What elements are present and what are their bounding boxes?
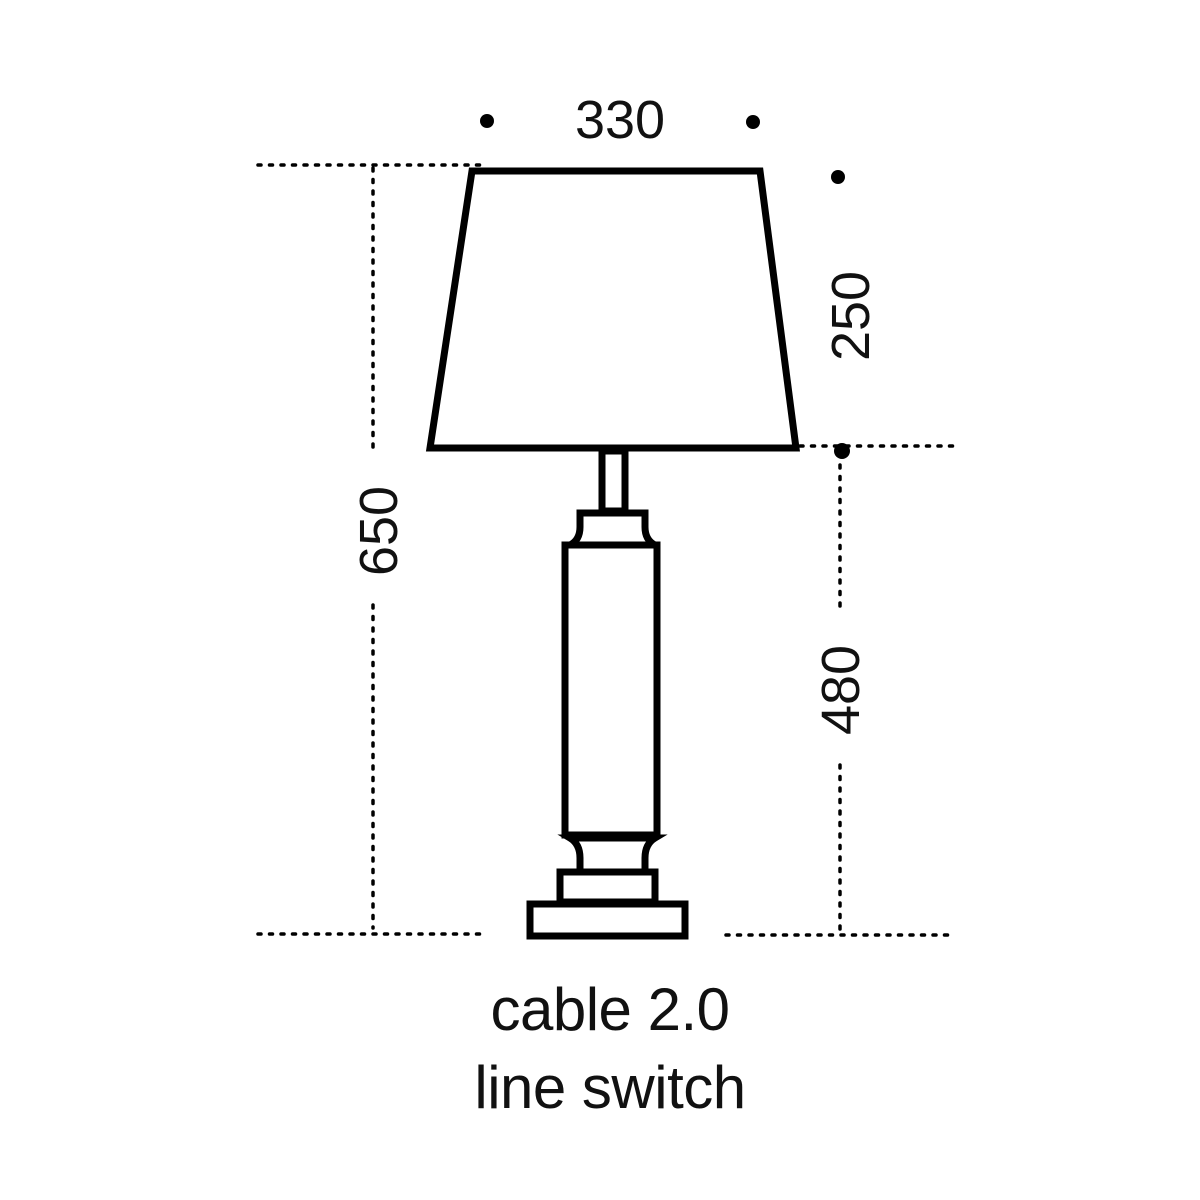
caption-switch: line switch — [474, 1054, 746, 1121]
dim-dot-shade-top — [831, 170, 845, 184]
dim-dot-shade-right — [746, 115, 760, 129]
dim-label-total-height: 650 — [349, 486, 409, 576]
dim-label-base-height: 480 — [811, 645, 871, 735]
lamp-upper-collar — [568, 509, 657, 549]
dim-label-shade-width: 330 — [575, 90, 665, 150]
caption-cable: cable 2.0 — [490, 976, 730, 1043]
lamp-base-plinth — [526, 900, 689, 940]
dim-dot-base-top — [834, 443, 850, 459]
lamp-neck — [598, 447, 629, 515]
lamp-base-upper-step — [556, 868, 659, 906]
dim-dot-shade-left — [480, 114, 494, 128]
lamp-lower-collar — [557, 834, 668, 876]
dim-label-shade-height: 250 — [821, 271, 881, 361]
lamp-shade — [425, 167, 800, 452]
lamp-body-column — [561, 541, 661, 839]
